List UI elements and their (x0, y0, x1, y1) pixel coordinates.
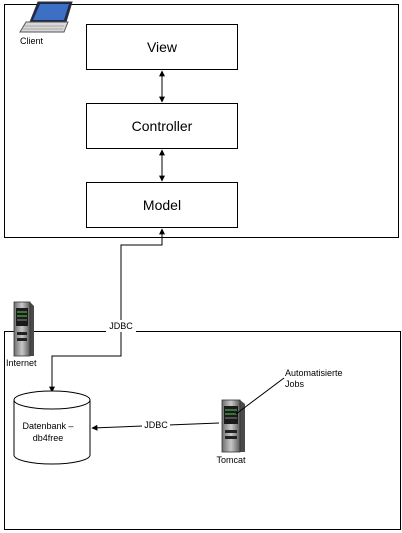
jobs-label-line1: Automatisierte (285, 368, 343, 378)
internet-jdbc-label: JDBC (109, 321, 133, 331)
laptop-icon (19, 1, 73, 33)
view-box (86, 24, 238, 70)
internet-label: Internet (6, 358, 37, 368)
jobs-callout-line (235, 377, 285, 415)
tomcat-label: Tomcat (216, 455, 246, 465)
tomcat-jdbc-label: JDBC (144, 420, 168, 430)
model-box (86, 182, 238, 228)
client-container (4, 4, 399, 238)
database-label-line1: Datenbank – (22, 421, 73, 431)
controller-box (86, 103, 238, 149)
database-cylinder (13, 390, 91, 465)
tomcat-server-icon (221, 399, 245, 453)
database-label-line2: db4free (33, 433, 64, 443)
server-container (4, 331, 401, 530)
internet-server-icon (13, 301, 34, 357)
model-label: Model (143, 197, 181, 213)
client-label: Client (20, 36, 44, 46)
controller-label: Controller (132, 118, 193, 134)
view-label: View (147, 39, 178, 55)
jobs-label-line2: Jobs (285, 379, 305, 389)
db-model-connector (49, 228, 165, 393)
